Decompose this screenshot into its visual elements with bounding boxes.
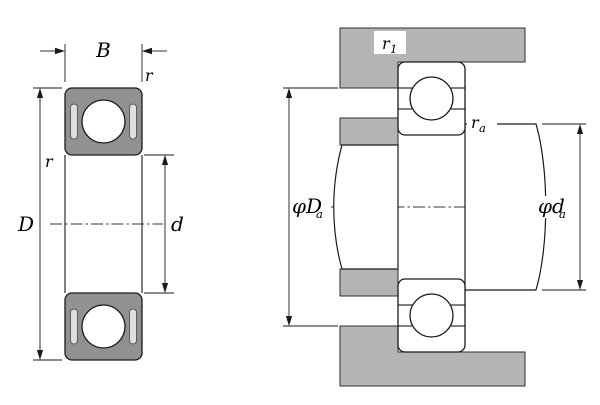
label-halo [467,111,497,133]
seal-top-left [70,103,78,140]
label-da-base: φd [538,194,565,218]
housing-bottom [339,325,526,387]
label-ra-sub: a [479,121,486,135]
label-ra-base: r [471,113,480,132]
arrowhead [285,88,293,98]
arrowhead [161,155,169,165]
label-r-side: r [45,152,54,171]
seal-top-right [129,103,137,140]
arrowhead [161,283,169,293]
label-B: B [95,38,111,62]
label-Da-base: φD [292,194,322,218]
label-r1-base: r [382,34,391,53]
label-halo [374,31,406,54]
label-D: D [17,212,34,236]
arrowhead [142,47,152,55]
label-Da-sub: a [316,207,323,221]
shaft-shoulder-section-bottom [339,268,399,297]
ball-top [409,76,454,121]
dimension-B: B [40,38,167,82]
arrowhead [576,124,584,134]
arrowhead [36,88,44,98]
label-halo [533,196,574,218]
seal-bottom-right [129,308,137,345]
arrowhead [55,47,65,55]
arrowhead [36,350,44,360]
seal-bottom-left [70,308,78,345]
right-view: r 1 r a φD a φd a [283,27,586,387]
label-r1: r 1 [374,31,406,56]
left-view: B r r D d [17,38,184,361]
label-da-sub: a [559,207,566,221]
dimension-d: d [144,154,184,294]
ball-top [81,99,126,144]
shaft-left [333,144,399,270]
dimension-Da: φD a [283,87,338,327]
dimension-da: φd a [533,123,586,291]
dimension-D: D [17,87,62,361]
arrowhead [285,316,293,326]
label-ra: r a [467,111,497,135]
ball-bottom [81,304,126,349]
ball-bottom [409,293,454,338]
label-d: d [171,212,184,236]
label-r1-sub: 1 [390,42,397,56]
label-r-top: r [145,66,154,85]
shaft-shoulder-section-top [339,117,399,146]
arrowhead [576,280,584,290]
